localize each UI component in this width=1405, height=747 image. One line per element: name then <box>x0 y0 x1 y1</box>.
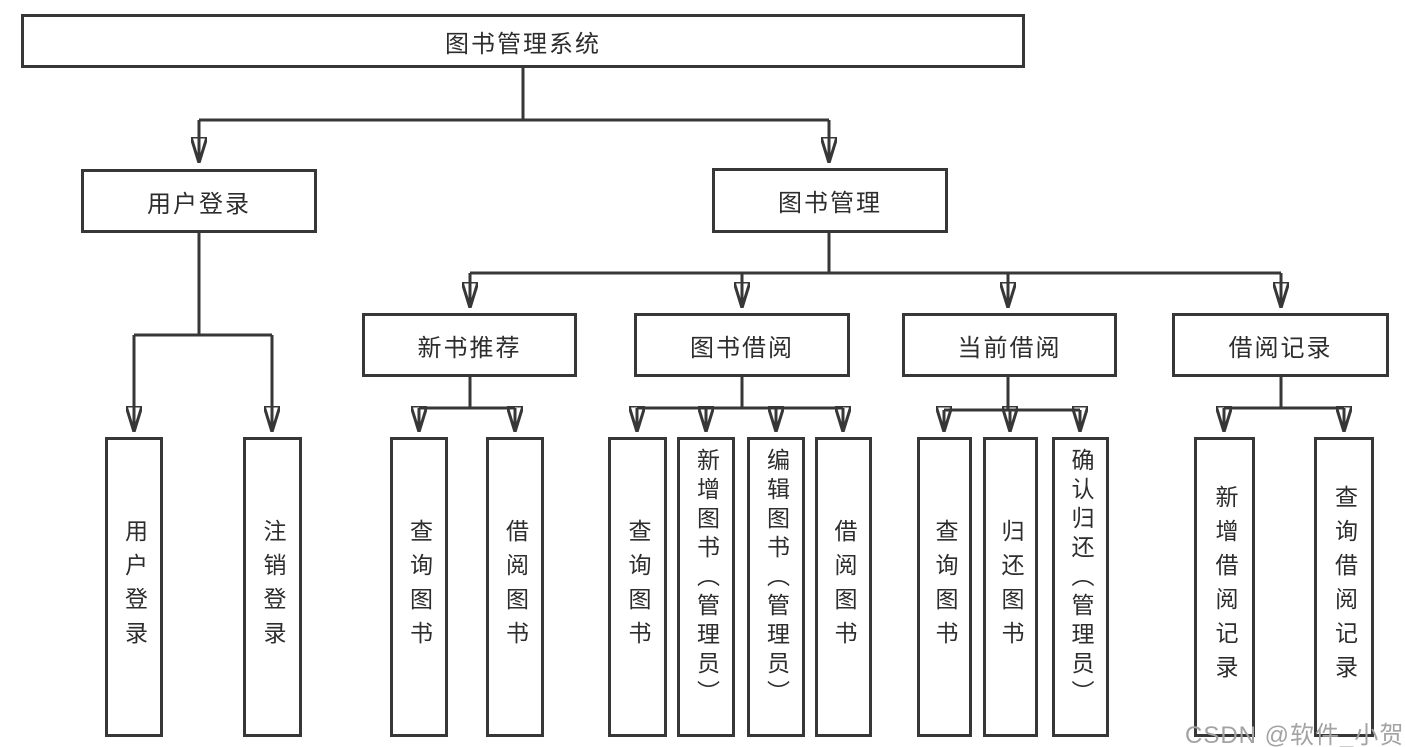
connector-root-split <box>199 68 829 161</box>
connector-book-borrow-split <box>637 377 843 430</box>
leaf-cb-confirm-return-admin: 确认归还（管理员） <box>1052 437 1109 737</box>
leaf-cb-query-book: 查询图书 <box>917 437 972 737</box>
leaf-br-add-record: 新增借阅记录 <box>1194 437 1255 737</box>
node-book-management-module: 图书管理 <box>712 168 948 233</box>
leaf-bb-edit-book-admin-label: 编辑图书（管理员） <box>763 448 790 709</box>
leaf-nbr-query-book-label: 查询图书 <box>406 519 433 655</box>
node-borrow-records-label: 借阅记录 <box>1228 334 1333 362</box>
leaf-user-login: 用户登录 <box>105 437 163 737</box>
node-book-management-module-label: 图书管理 <box>778 190 882 217</box>
leaf-bb-borrow-book-label: 借阅图书 <box>831 519 857 655</box>
csdn-watermark: CSDN @软件_小贺同学 <box>1185 722 1405 747</box>
node-new-book-recommend-label: 新书推荐 <box>417 334 522 362</box>
connector-book-management-split <box>470 233 1281 306</box>
connector-borrow-records-split <box>1224 377 1344 430</box>
leaf-cb-return-book-label: 归还图书 <box>998 519 1024 655</box>
node-current-borrow-label: 当前借阅 <box>957 334 1062 362</box>
leaf-nbr-borrow-book-label: 借阅图书 <box>502 519 529 655</box>
node-root: 图书管理系统 <box>21 14 1025 68</box>
node-borrow-records: 借阅记录 <box>1172 313 1389 377</box>
leaf-bb-add-book-admin-label: 新增图书（管理员） <box>693 448 720 709</box>
leaf-br-add-record-label: 新增借阅记录 <box>1212 485 1238 689</box>
leaf-cb-confirm-return-admin-label: 确认归还（管理员） <box>1068 448 1094 709</box>
leaf-br-query-record-label: 查询借阅记录 <box>1331 485 1358 689</box>
leaf-bb-borrow-book: 借阅图书 <box>815 437 872 737</box>
node-book-borrow-label: 图书借阅 <box>690 334 794 362</box>
leaf-user-login-label: 用户登录 <box>121 519 148 655</box>
leaf-cb-query-book-label: 查询图书 <box>932 519 958 655</box>
connector-current-borrow-split <box>944 377 1080 430</box>
leaf-bb-query-book-label: 查询图书 <box>625 519 651 655</box>
node-user-login-module-label: 用户登录 <box>147 190 251 218</box>
node-book-borrow: 图书借阅 <box>634 313 850 377</box>
leaf-bb-query-book: 查询图书 <box>608 437 667 737</box>
connector-user-login-split <box>134 233 272 430</box>
connector-new-book-recommend-split <box>419 377 515 430</box>
leaf-logout: 注销登录 <box>243 437 302 737</box>
node-root-label: 图书管理系统 <box>445 30 601 58</box>
leaf-nbr-query-book: 查询图书 <box>390 437 448 737</box>
node-user-login-module: 用户登录 <box>81 169 317 233</box>
leaf-bb-edit-book-admin: 编辑图书（管理员） <box>747 437 805 737</box>
leaf-bb-add-book-admin: 新增图书（管理员） <box>677 437 735 737</box>
leaf-br-query-record: 查询借阅记录 <box>1314 437 1374 737</box>
node-current-borrow: 当前借阅 <box>902 313 1117 377</box>
leaf-logout-label: 注销登录 <box>260 519 286 655</box>
node-new-book-recommend: 新书推荐 <box>362 313 577 377</box>
leaf-nbr-borrow-book: 借阅图书 <box>486 437 544 737</box>
leaf-cb-return-book: 归还图书 <box>983 437 1038 737</box>
